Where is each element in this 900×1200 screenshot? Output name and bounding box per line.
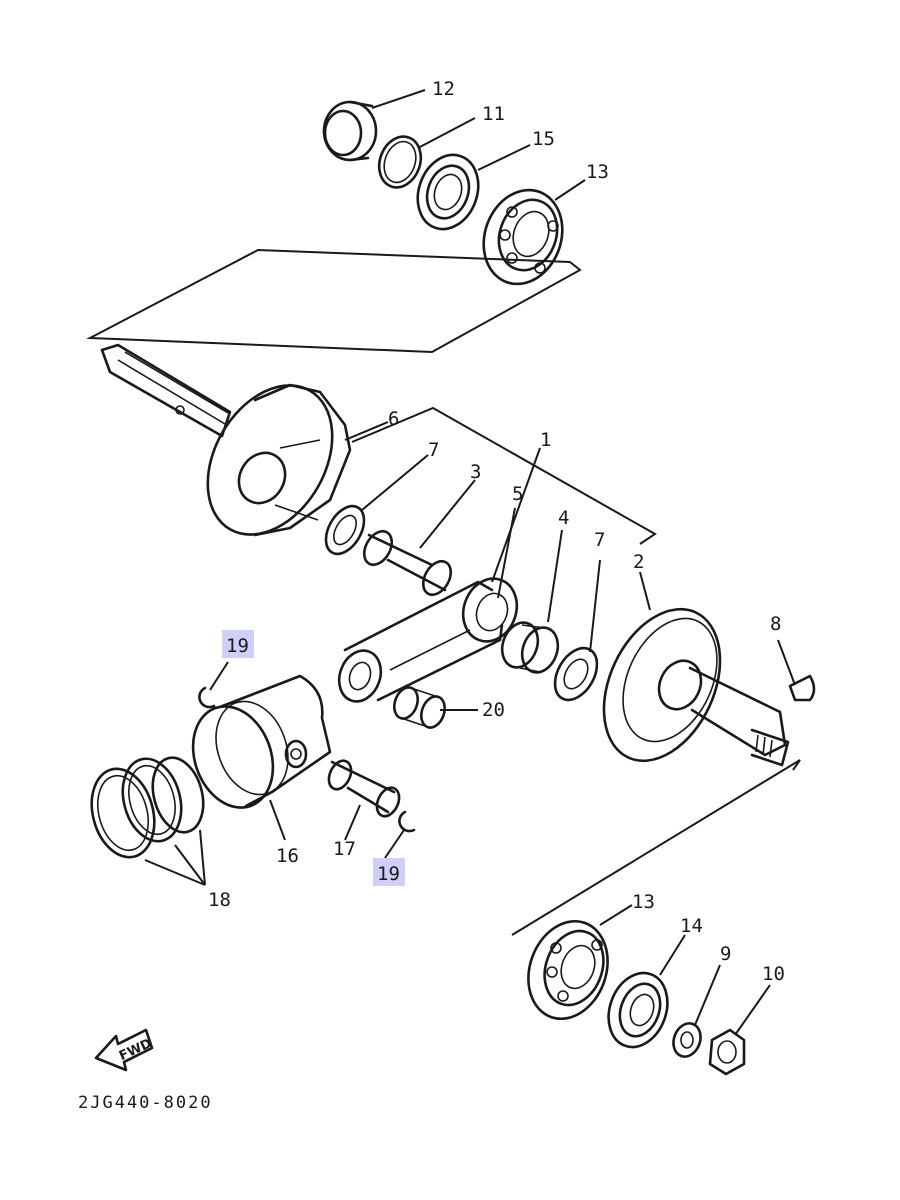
part-20-small-end-bearing: [393, 686, 446, 729]
part-15-oil-seal: [416, 153, 480, 231]
callout-17: 17: [333, 838, 356, 860]
callout-12: 12: [432, 78, 455, 100]
diagram-code: 2JG440-8020: [78, 1093, 213, 1113]
part-16-piston: [191, 674, 332, 809]
part-19-circlip-right: [398, 810, 416, 833]
callout-3: 3: [470, 461, 481, 483]
callout-6: 6: [388, 408, 399, 430]
callout-2: 2: [633, 551, 644, 573]
bottom-group-bracket: [511, 759, 801, 936]
part-11-o-ring: [377, 135, 423, 189]
leader-lines: [144, 89, 796, 1036]
part-5-connecting-rod: [337, 577, 519, 703]
callout-7-upper: 7: [428, 439, 439, 461]
callout-1: 1: [540, 429, 551, 451]
callout-13-bottom: 13: [632, 891, 655, 913]
callout-10: 10: [762, 963, 785, 985]
callout-14: 14: [680, 915, 703, 937]
callout-13-top: 13: [586, 161, 609, 183]
part-8-woodruff-key: [788, 674, 816, 702]
callout-7-lower: 7: [594, 529, 605, 551]
callout-19-upper: 19: [226, 635, 249, 657]
callout-16: 16: [276, 845, 299, 867]
part-3-crank-pin: [362, 529, 453, 597]
highlight-box-19-lower: [373, 858, 405, 886]
callout-9: 9: [720, 943, 731, 965]
part-12-oil-seal: [322, 100, 378, 162]
top-group-bracket: [86, 248, 582, 354]
part-7-washer-upper: [324, 504, 366, 556]
callout-4: 4: [558, 507, 569, 529]
part-2-right-crank-half: [602, 607, 790, 767]
part-9-washer: [672, 1022, 702, 1058]
part-7-washer-lower: [553, 646, 599, 702]
part-17-piston-pin: [327, 759, 401, 818]
part-4-needle-bearing: [500, 621, 560, 674]
part-13-bearing-top: [482, 188, 564, 286]
fwd-arrow-icon: FWD: [94, 1028, 154, 1072]
callout-11: 11: [482, 103, 505, 125]
callout-19-lower: 19: [377, 863, 400, 885]
highlight-box-19-upper: [222, 630, 254, 658]
part-14-oil-seal: [607, 971, 669, 1049]
part-18-piston-rings: [90, 756, 205, 859]
callout-15: 15: [532, 128, 555, 150]
part-6-left-crank-half: [100, 343, 352, 537]
callout-18: 18: [208, 889, 231, 911]
callout-5: 5: [512, 483, 523, 505]
part-13-bearing-bottom: [527, 919, 609, 1021]
part-19-circlip-left: [198, 686, 216, 709]
crank-group-bracket: [351, 406, 657, 545]
callout-20: 20: [482, 699, 505, 721]
part-10-nut: [708, 1028, 746, 1076]
callout-8: 8: [770, 613, 781, 635]
